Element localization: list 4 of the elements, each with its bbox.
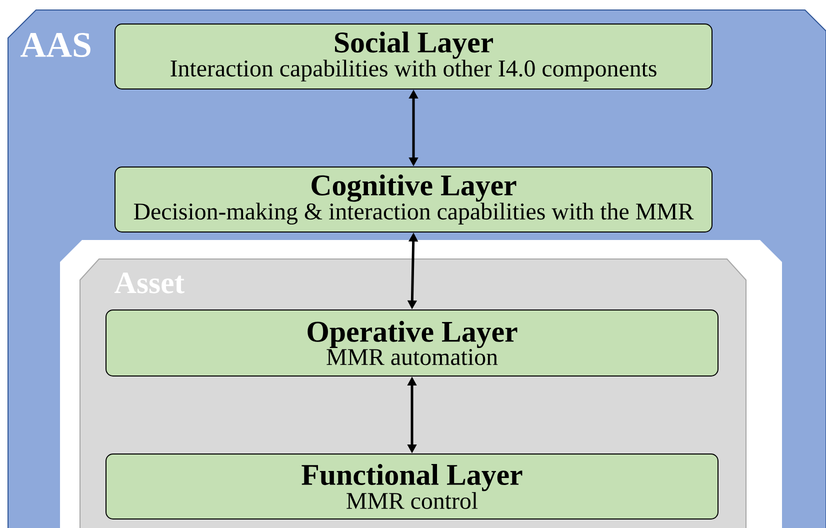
layer-box: Cognitive Layer Decision-making & interaction capabilities with the MMR <box>114 166 712 232</box>
layer-box: Functional Layer MMR control <box>106 454 718 520</box>
layer-box: Operative Layer MMR automation <box>106 310 718 376</box>
layer-box: Social Layer Interaction capabilities with other I4.0 components <box>114 24 712 90</box>
